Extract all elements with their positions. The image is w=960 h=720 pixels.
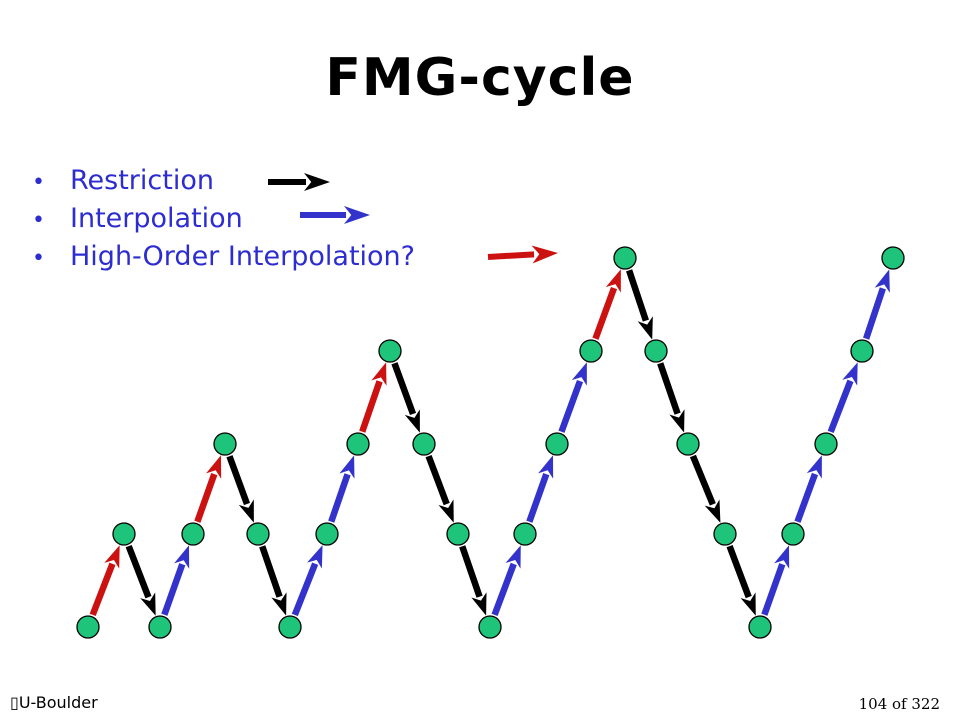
cycle-arrow-interpolation: [794, 455, 822, 523]
cycle-arrow-interpolation: [761, 545, 790, 616]
cycle-arrow-high-order: [89, 545, 120, 617]
grid-node: [781, 522, 805, 546]
cycle-arrow-interpolation: [161, 545, 190, 616]
grid-node: [748, 615, 772, 639]
grid-node: [545, 432, 569, 456]
grid-node: [112, 522, 136, 546]
grid-node: [278, 615, 302, 639]
grid-node: [676, 432, 700, 456]
legend-list: • Restriction • Interpolation • High-Order …: [32, 162, 415, 276]
box-glyph-icon: ▯: [10, 693, 19, 712]
grid-node: [513, 522, 537, 546]
grid-node: [76, 615, 100, 639]
grid-node: [412, 432, 436, 456]
cycle-nodes: [76, 246, 905, 639]
grid-node: [613, 246, 637, 270]
legend-item-high-order: • High-Order Interpolation?: [32, 238, 415, 276]
grid-node: [881, 246, 905, 270]
legend-item-restriction: • Restriction: [32, 162, 415, 200]
grid-node: [814, 432, 838, 456]
cycle-arrow-high-order: [359, 362, 387, 433]
grid-node: [246, 522, 270, 546]
grid-node: [346, 432, 370, 456]
slide-title: FMG-cycle: [325, 48, 635, 108]
cycle-arrow-restriction: [391, 362, 420, 433]
grid-node: [181, 522, 205, 546]
cycle-arrow-interpolation: [491, 545, 521, 616]
cycle-arrow-high-order: [194, 455, 222, 523]
bullet-icon: •: [32, 246, 45, 271]
cycle-arrow-restriction: [459, 545, 487, 616]
grid-node: [713, 522, 737, 546]
grid-node: [213, 432, 237, 456]
grid-node: [579, 339, 603, 363]
cycle-arrow-interpolation: [863, 269, 890, 340]
cycle-arrow-interpolation: [328, 455, 355, 523]
footer-affiliation: ▯U-Boulder: [10, 693, 98, 712]
cycle-arrow-interpolation: [827, 362, 858, 434]
legend-label-high-order: High-Order Interpolation?: [70, 241, 415, 272]
cycle-arrow-restriction: [125, 544, 156, 616]
grid-node: [850, 339, 874, 363]
grid-node: [644, 339, 668, 363]
legend-arrows: [268, 173, 558, 264]
cycle-arrow-interpolation: [558, 362, 587, 433]
footer-page-number: 104 of 322: [858, 695, 940, 713]
legend-arrow-high-order: [487, 245, 558, 264]
cycle-arrow-restriction: [726, 545, 756, 616]
cycle-arrow-restriction: [259, 545, 287, 616]
cycle-arrow-restriction: [657, 362, 685, 433]
legend-arrow-restriction: [268, 173, 330, 191]
grid-node: [378, 339, 402, 363]
grid-node: [315, 522, 339, 546]
cycle-arrow-restriction: [689, 454, 721, 523]
grid-node: [478, 615, 502, 639]
legend-item-interpolation: • Interpolation: [32, 200, 415, 238]
cycle-arrow-restriction: [626, 269, 653, 340]
bullet-icon: •: [32, 170, 45, 195]
cycle-arrow-high-order: [592, 269, 621, 340]
grid-node: [148, 615, 172, 639]
cycle-edges: [89, 269, 890, 617]
cycle-arrow-interpolation: [291, 545, 323, 617]
legend-label-restriction: Restriction: [70, 165, 214, 196]
cycle-arrow-interpolation: [526, 455, 554, 523]
grid-node: [446, 522, 470, 546]
legend-label-interpolation: Interpolation: [70, 203, 243, 234]
legend-arrow-interpolation: [300, 206, 370, 224]
cycle-arrow-restriction: [425, 455, 454, 523]
bullet-icon: •: [32, 208, 45, 233]
cycle-arrow-restriction: [226, 455, 254, 523]
